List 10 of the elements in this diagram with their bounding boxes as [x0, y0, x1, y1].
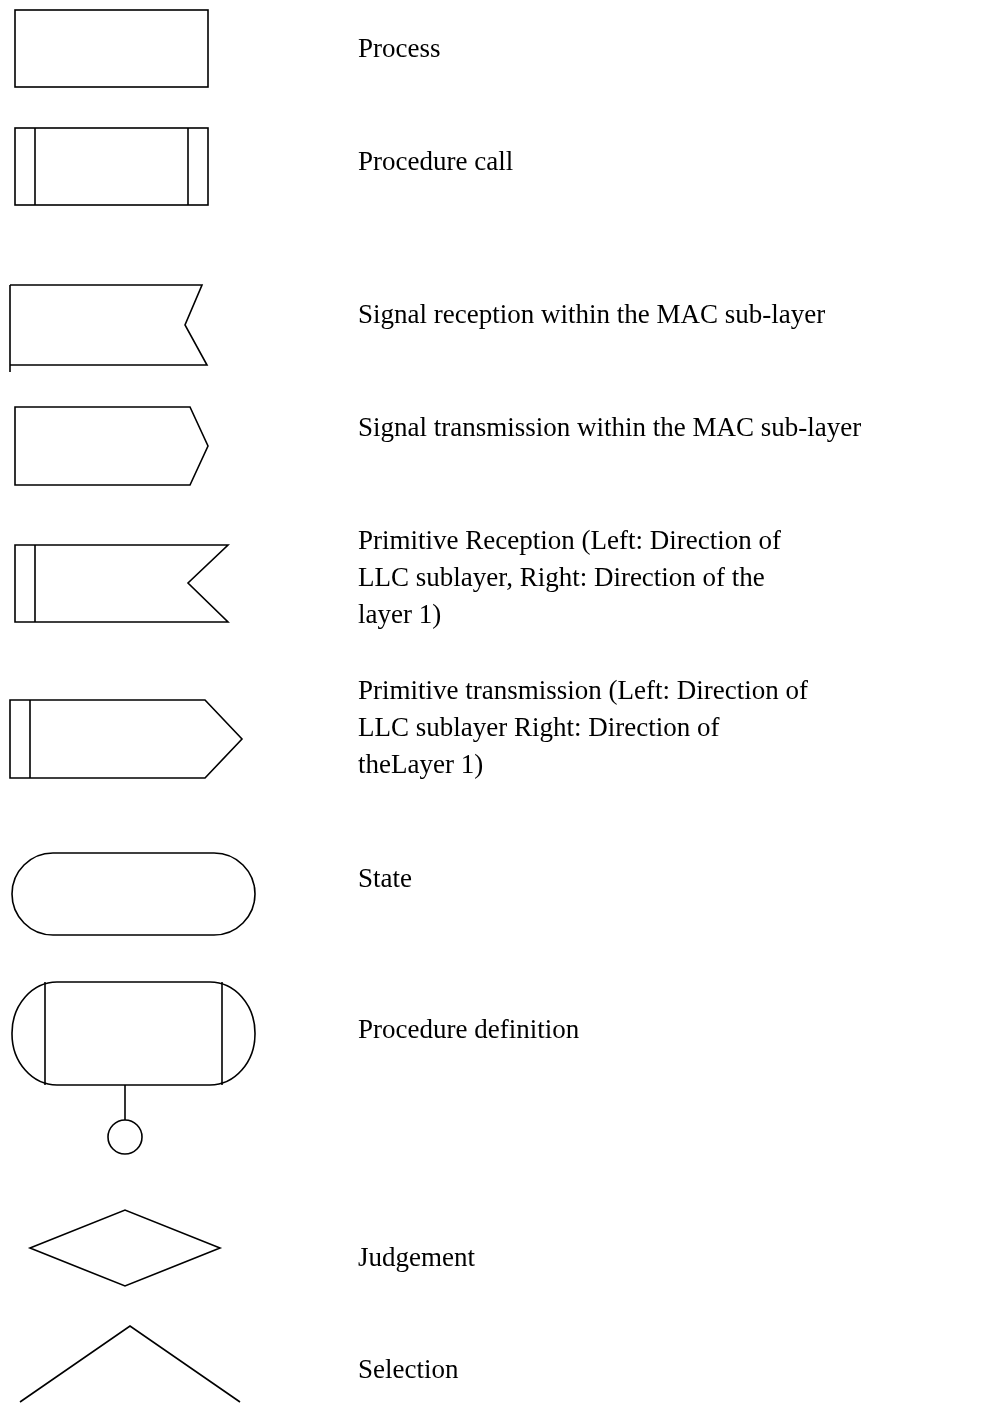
- symbol-label: Primitive Reception (Left: Direction of LLC sublayer, Right: Direction of the layer 1): [358, 524, 782, 631]
- symbol-label: Process: [358, 32, 442, 65]
- symbol-label: Signal reception within the MAC sub-layer: [358, 298, 827, 331]
- symbol-label: State: [358, 862, 413, 895]
- symbol-label: Procedure call: [358, 145, 515, 178]
- symbol-label: Judgement: [358, 1241, 476, 1274]
- symbol-label: Procedure definition: [358, 1013, 581, 1046]
- symbol-label: Signal transmission within the MAC sub-layer: [358, 411, 863, 444]
- symbol-label: Selection: [358, 1353, 460, 1386]
- symbol-label: Primitive transmission (Left: Direction of LLC sublayer Right: Direction of theLayer 1): [358, 674, 808, 781]
